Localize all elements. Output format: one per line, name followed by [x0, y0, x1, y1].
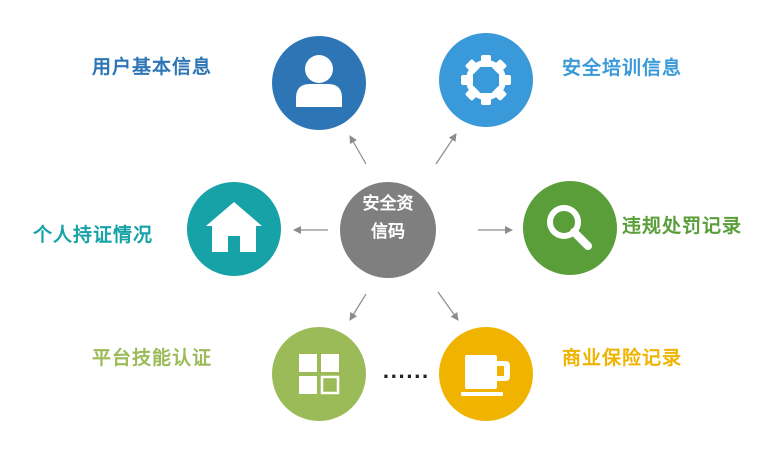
- label-platform: 平台技能认证: [92, 347, 213, 369]
- node-training-circle: [439, 33, 533, 127]
- node-insurance: [439, 327, 533, 421]
- label-certificate: 个人持证情况: [33, 224, 154, 246]
- gear-icon: [461, 55, 511, 105]
- node-violation: [523, 181, 617, 275]
- grid-icon: [299, 354, 340, 395]
- search-icon: [547, 205, 592, 250]
- more-ellipsis: ......: [382, 362, 430, 383]
- user-icon: [296, 55, 342, 107]
- home-icon: [206, 202, 262, 252]
- center-circle: [340, 182, 436, 278]
- connector-arrows: [293, 133, 513, 321]
- label-violation: 违规处罚记录: [622, 215, 743, 237]
- node-certificate: [187, 182, 281, 276]
- label-user: 用户基本信息: [92, 56, 213, 78]
- label-insurance: 商业保险记录: [562, 347, 683, 369]
- arrow-to-insurance: [437, 291, 459, 321]
- arrow-to-user: [349, 135, 367, 165]
- arrow-to-training: [435, 133, 457, 165]
- center-label: 安全资 信码: [340, 190, 436, 246]
- node-user: [272, 36, 366, 130]
- node-platform-circle: [272, 327, 366, 421]
- cup-icon: [461, 355, 510, 396]
- center-label-line2: 信码: [371, 222, 405, 242]
- node-training: [439, 33, 533, 127]
- label-training: 安全培训信息: [562, 57, 683, 79]
- node-platform: [272, 327, 366, 421]
- arrow-to-platform: [349, 293, 367, 321]
- node-violation-circle: [523, 181, 617, 275]
- center-label-line1: 安全资: [362, 194, 414, 214]
